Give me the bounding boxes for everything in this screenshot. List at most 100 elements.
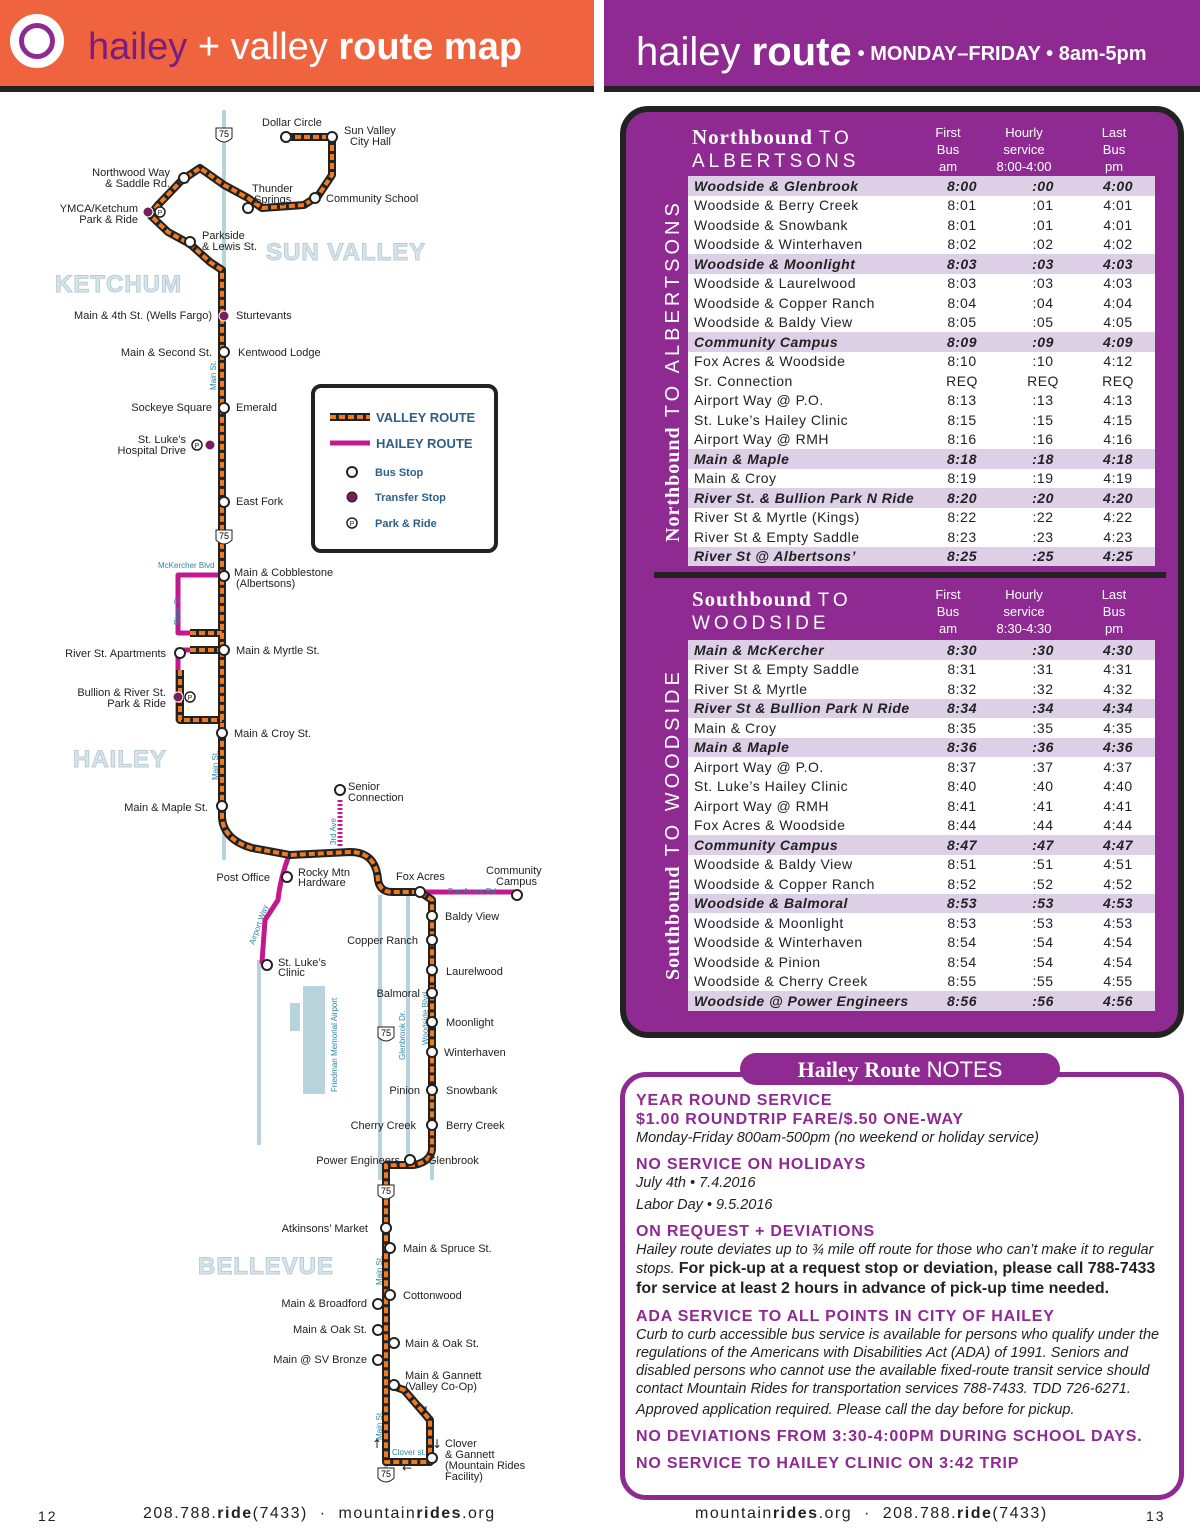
svg-text:Main @ SV Bronze: Main @ SV Bronze — [273, 1354, 367, 1366]
bus-stop-icon[interactable] — [511, 889, 523, 901]
bus-stop-icon[interactable] — [414, 886, 426, 898]
bus-stop-icon[interactable] — [388, 1379, 400, 1391]
svg-text:Fox Acres: Fox Acres — [396, 871, 445, 883]
bus-stop-icon[interactable] — [426, 987, 438, 999]
bus-stops — [174, 131, 523, 1464]
bus-stop-icon[interactable] — [372, 1354, 384, 1366]
bus-stop-icon[interactable] — [426, 1046, 438, 1058]
schedule-cell-hourly: :03 — [1005, 254, 1081, 274]
town-hailey: HAILEY — [73, 746, 167, 773]
bus-stop-icon[interactable] — [216, 800, 228, 812]
svg-text:(Valley Co-Op): (Valley Co-Op) — [405, 1381, 477, 1393]
svg-text:YMCA/Ketchum: YMCA/Ketchum — [60, 203, 138, 215]
bus-stop-icon[interactable] — [174, 647, 186, 659]
schedule-cell-last: 4:22 — [1081, 507, 1155, 527]
bus-stop-icon[interactable] — [426, 1084, 438, 1096]
schedule-cell-hourly: :35 — [1005, 718, 1081, 738]
schedule-cell-hourly: :53 — [1005, 913, 1081, 933]
transfer-stop-icon[interactable] — [218, 310, 230, 322]
bus-stop-icon[interactable] — [384, 1242, 396, 1254]
schedule-cell-stop: Main & McKercher — [688, 640, 919, 660]
bus-stop-icon[interactable] — [372, 1298, 384, 1310]
schedule-cell-stop: Woodside & Glenbrook — [688, 176, 919, 196]
schedule-cell-last: 4:52 — [1081, 874, 1155, 894]
schedule-cell-stop: Woodside & Moonlight — [688, 913, 919, 933]
bus-stop-icon[interactable] — [218, 496, 230, 508]
svg-text:Main St.: Main St. — [209, 361, 218, 390]
note-text: Curb to curb accessible bus service is a… — [636, 1327, 1160, 1397]
schedule-cell-stop: River St & Myrtle (Kings) — [688, 507, 919, 527]
bus-stop-icon[interactable] — [380, 1222, 392, 1234]
town-bellevue: BELLEVUE — [198, 1253, 334, 1280]
bus-stop-icon[interactable] — [372, 1324, 384, 1336]
bus-stop-icon[interactable] — [281, 871, 293, 883]
svg-text:Park & Ride: Park & Ride — [107, 698, 166, 710]
bus-stop-icon[interactable] — [218, 402, 230, 414]
bus-stop-icon[interactable] — [384, 1289, 396, 1301]
schedule-cell-hourly: :00 — [1005, 176, 1081, 196]
bus-stop-icon[interactable] — [184, 236, 196, 248]
schedule-cell-last: 4:56 — [1081, 991, 1155, 1011]
note-text: Monday-Friday 800am-500pm (no weekend or… — [636, 1130, 1039, 1146]
schedule-cell-hourly: :52 — [1005, 874, 1081, 894]
transfer-stop-icon[interactable] — [204, 439, 216, 451]
park-ride-icon[interactable]: P — [191, 439, 203, 451]
svg-text:Sturtevants: Sturtevants — [236, 310, 292, 322]
bus-stop-icon[interactable] — [426, 1016, 438, 1028]
bus-stop-icon[interactable] — [242, 202, 254, 214]
svg-text:Kentwood Lodge: Kentwood Lodge — [238, 347, 321, 359]
bus-stop-icon[interactable] — [404, 1154, 416, 1166]
schedule-cell-first: 8:54 — [919, 952, 1005, 972]
svg-text:↓: ↓ — [432, 1437, 442, 1451]
bus-stop-icon[interactable] — [426, 964, 438, 976]
bus-stop-icon[interactable] — [334, 784, 346, 796]
schedule-cell-stop: Woodside & Winterhaven — [688, 234, 919, 254]
schedule-cell-hourly: :40 — [1005, 776, 1081, 796]
transfer-stop-icon[interactable] — [142, 206, 154, 218]
schedule-cell-last: 4:37 — [1081, 757, 1155, 777]
park-ride-icon[interactable]: P — [154, 206, 166, 218]
bus-stop-icon[interactable] — [426, 1452, 438, 1464]
bus-stop-icon[interactable] — [218, 644, 230, 656]
bus-stop-icon[interactable] — [218, 346, 230, 358]
schedule-cell-stop: Airport Way @ RMH — [688, 796, 919, 816]
schedule-cell-first: 8:02 — [919, 234, 1005, 254]
schedule-cell-first: 8:03 — [919, 254, 1005, 274]
svg-text:75: 75 — [381, 1028, 391, 1038]
schedule-cell-hourly: :02 — [1005, 234, 1081, 254]
bus-stop-icon[interactable] — [426, 934, 438, 946]
schedule-cell-stop: River St & Empty Saddle — [688, 659, 919, 679]
bus-stop-icon[interactable] — [216, 727, 228, 739]
bus-stop-icon[interactable] — [426, 910, 438, 922]
mountain-rides-logo-icon — [10, 14, 64, 68]
schedule-cell-stop: Community Campus — [688, 835, 919, 855]
bus-stop-icon[interactable] — [426, 1119, 438, 1131]
bus-stop-icon[interactable] — [309, 192, 321, 204]
bus-stop-icon[interactable] — [261, 959, 273, 971]
bus-stop-icon[interactable] — [280, 131, 292, 143]
northbound-vertical-label: Northbound TO ALBERTSONS — [662, 199, 684, 542]
transfer-stop-icon[interactable] — [172, 691, 184, 703]
svg-text:Clover st.: Clover st. — [392, 1448, 426, 1457]
bus-stop-icon[interactable] — [178, 172, 190, 184]
bus-stop-icon[interactable] — [326, 131, 338, 143]
schedule-cell-first: 8:53 — [919, 893, 1005, 913]
bus-stop-icon[interactable] — [218, 570, 230, 582]
svg-text:Hospital Drive: Hospital Drive — [118, 445, 186, 457]
park-ride-icon[interactable]: P — [184, 691, 196, 703]
svg-text:Dollar Circle: Dollar Circle — [262, 117, 322, 129]
bus-stop-icon[interactable] — [388, 1337, 400, 1349]
